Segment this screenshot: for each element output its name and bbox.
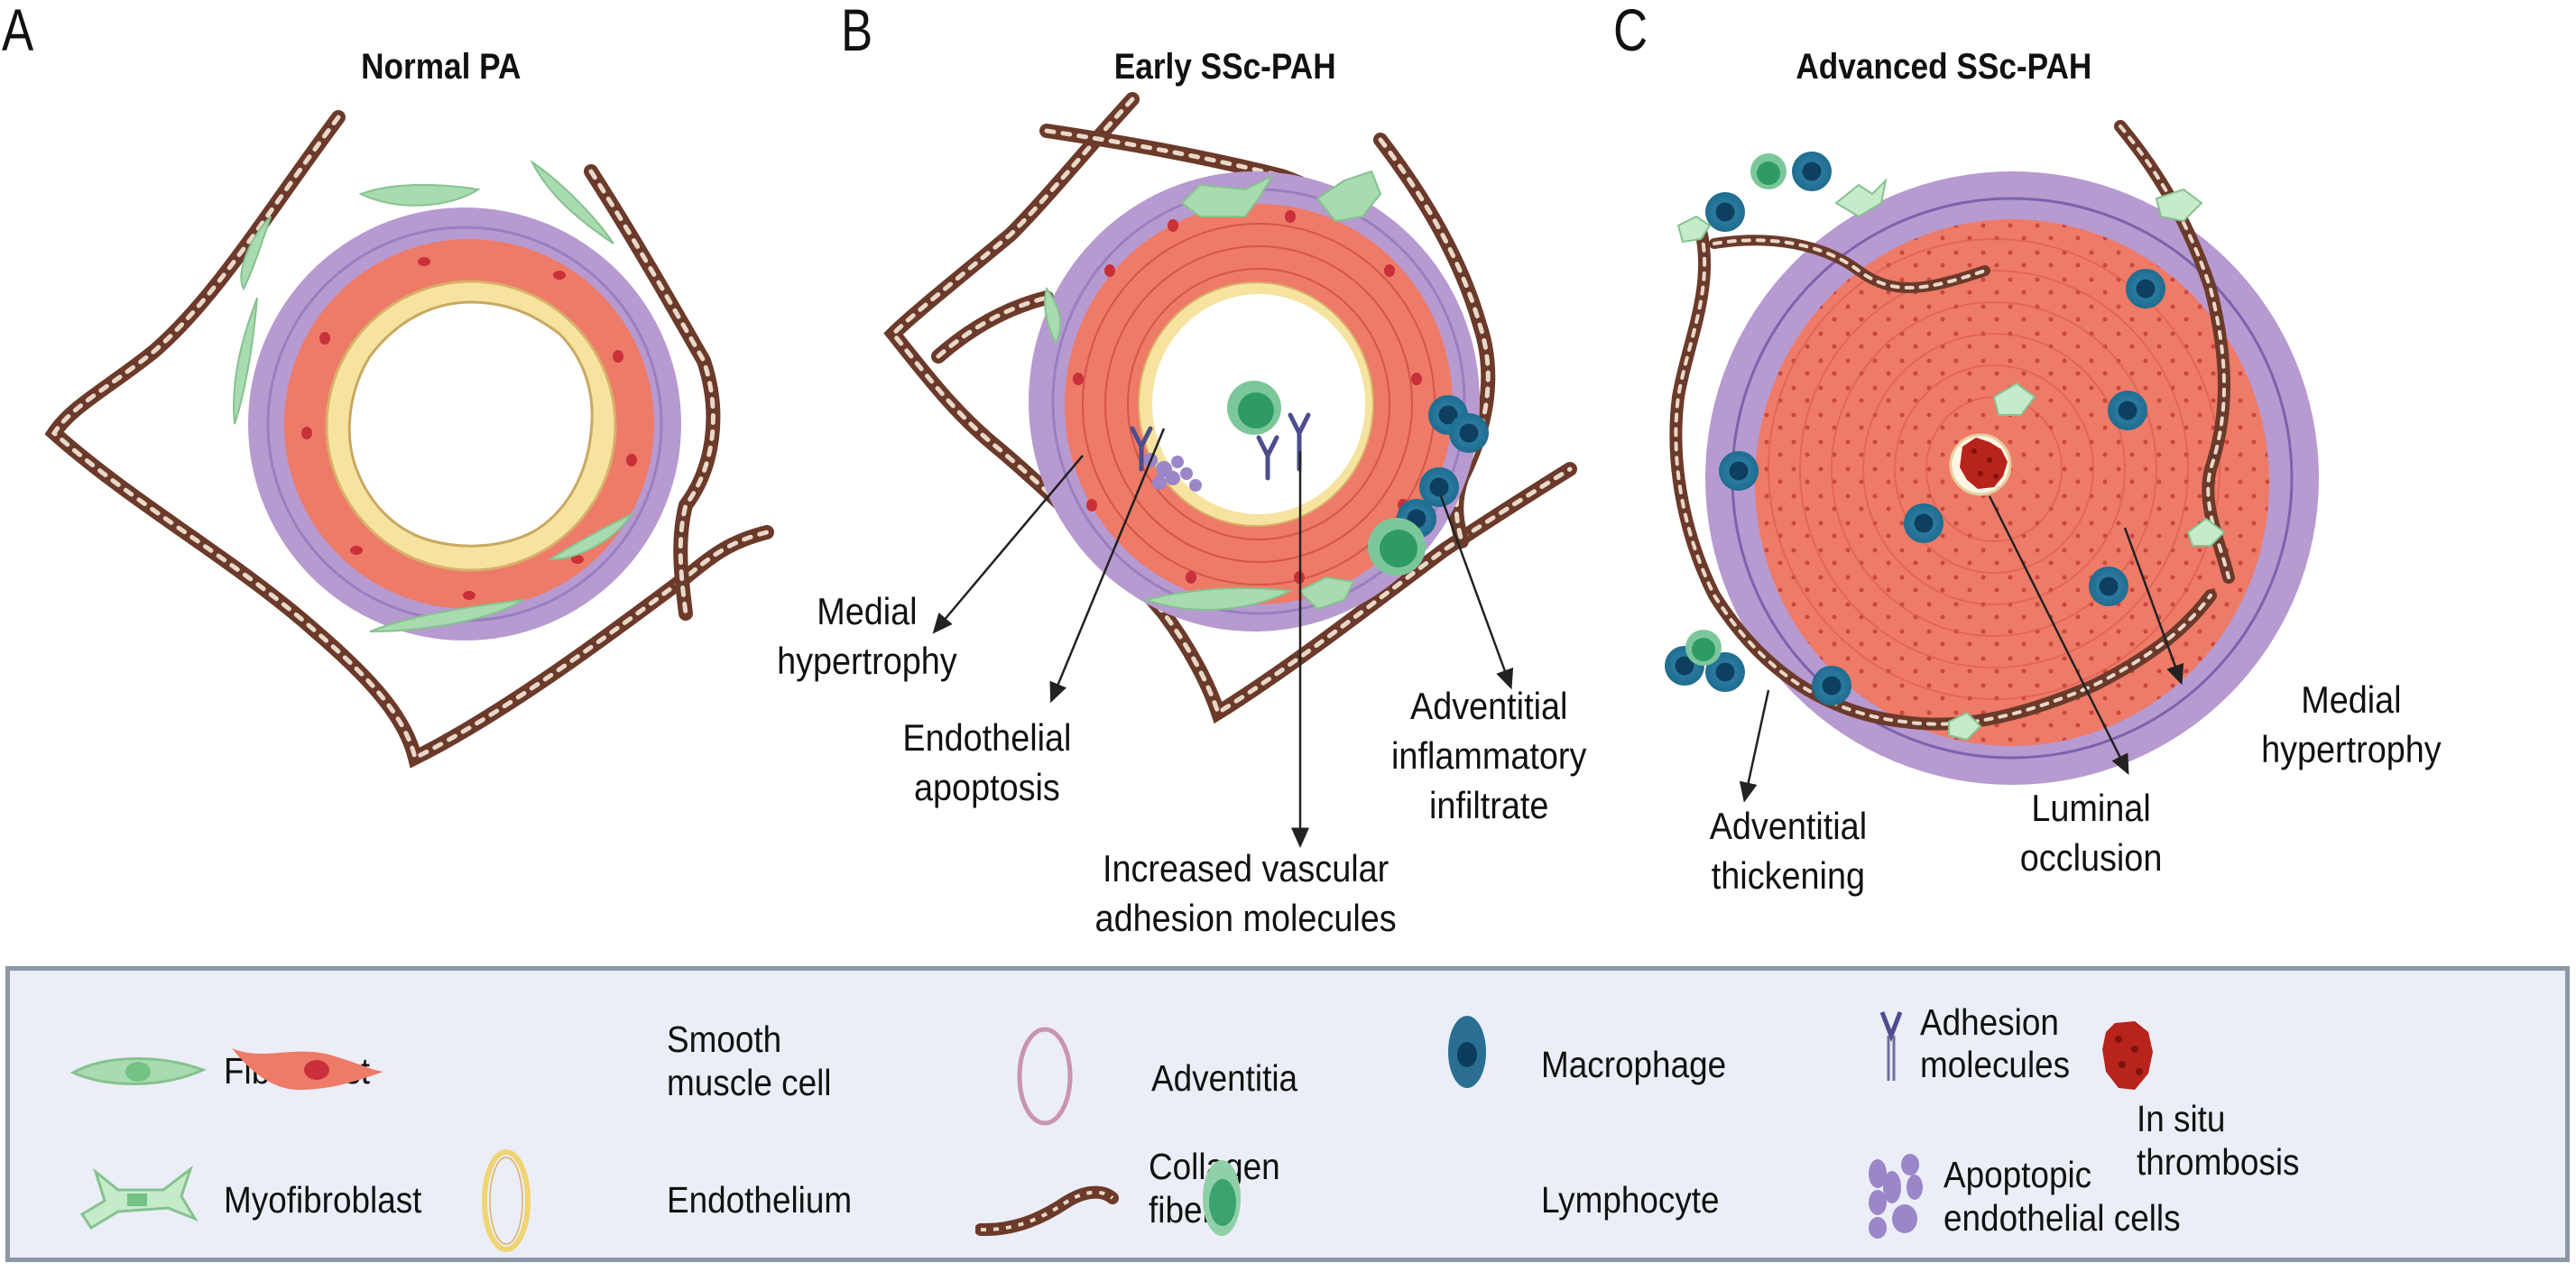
- media-ring-c: [1755, 219, 2269, 746]
- panel-c-vessel: [1665, 120, 2319, 785]
- lymphocyte-icon: [1203, 1160, 1241, 1236]
- endothelium-icon: [482, 1149, 531, 1252]
- thrombus-c: [1949, 433, 2012, 496]
- annotation-adhesion-molecules-b: Increased vascular adhesion molecules: [1094, 847, 1397, 939]
- myofibroblast-cells-c: [1676, 177, 2226, 742]
- adventitia-icon: [1017, 1027, 1073, 1126]
- collagen-fiber-icon: [975, 1185, 1119, 1237]
- collagen-fibers-a: [44, 110, 774, 769]
- lymphocyte-b2: [1368, 518, 1426, 576]
- annotation-arrows: [932, 428, 2184, 848]
- fibroblast-cells-a: [233, 160, 634, 632]
- panel-b-vessel: [883, 92, 1577, 724]
- annotation-adventitial-infiltrate-b: Adventitial inflammatory infiltrate: [1391, 685, 1587, 826]
- adhesion-molecule-icon: [1879, 1011, 1903, 1081]
- smooth-muscle-cell-icon: [232, 1048, 383, 1090]
- lymphocyte-b1: [1227, 381, 1281, 435]
- arrow-luminal-occlusion-c: [1988, 495, 2129, 775]
- arrow-medial-hypertrophy-b: [932, 455, 1084, 634]
- fibroblast-icon: [69, 1057, 208, 1085]
- annotation-medial-hypertrophy-b: Medial hypertrophy: [777, 590, 957, 682]
- panel-a-vessel: [44, 110, 774, 769]
- legend-box: Fibroblast Smooth muscle cell Adventitia…: [5, 966, 2570, 1262]
- panel-c-letter: C: [1613, 0, 1648, 63]
- panel-c-title: Advanced SSc-PAH: [1796, 47, 2092, 87]
- panel-a-title: Normal PA: [361, 47, 522, 87]
- panel-b-letter: B: [841, 0, 873, 63]
- panel-b-title: Early SSc-PAH: [1113, 47, 1336, 87]
- vessel-illustrations: [44, 92, 2319, 848]
- arrow-adventitial-thickening-c: [1739, 689, 1770, 803]
- arrow-medial-hypertrophy-c: [2123, 527, 2184, 686]
- myofibroblast-icon: [79, 1165, 199, 1231]
- apoptotic-cells-icon: [1869, 1154, 1923, 1239]
- arrow-endothelial-apoptosis-b: [1049, 428, 1166, 704]
- lymphocytes-c: [1685, 153, 1787, 666]
- fibroblast-cells-b: [1044, 170, 1382, 611]
- panel-a-letter: A: [2, 0, 34, 63]
- adhesion-molecules-b: [1130, 412, 1311, 481]
- annotation-endothelial-apoptosis-b: Endothelial apoptosis: [902, 716, 1072, 808]
- annotation-adventitial-thickening-c: Adventitial thickening: [1709, 805, 1868, 897]
- thrombosis-icon: [2102, 1021, 2153, 1090]
- arrow-adventitial-infiltrate-b: [1439, 495, 1514, 690]
- annotation-luminal-occlusion-c: Luminal occlusion: [2019, 787, 2163, 879]
- macrophage-icon: [1448, 1016, 1486, 1088]
- annotation-medial-hypertrophy-c: Medial hypertrophy: [2261, 678, 2442, 770]
